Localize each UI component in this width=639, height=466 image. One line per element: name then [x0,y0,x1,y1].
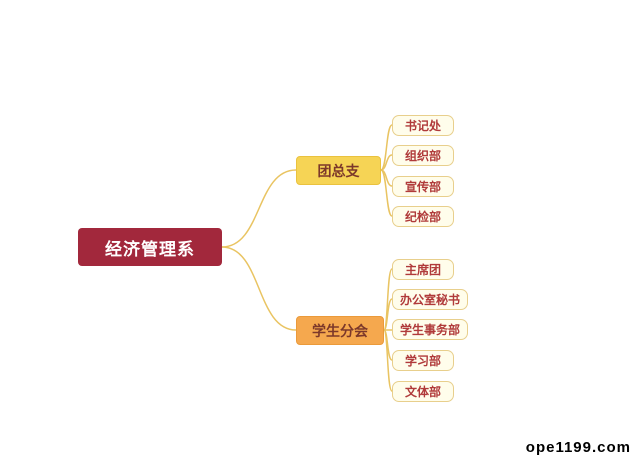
watermark: ope1199.com [525,439,631,456]
leaf-node-sports-arts-dept[interactable]: 文体部 [392,381,454,402]
leaf-node-organization-dept[interactable]: 组织部 [392,145,454,166]
branch-node-youth-league[interactable]: 团总支 [296,156,381,185]
branch-node-student-union[interactable]: 学生分会 [296,316,384,345]
leaf-node-office-secretary[interactable]: 办公室秘书 [392,289,468,310]
leaf-node-publicity-dept[interactable]: 宣传部 [392,176,454,197]
connector-root-to-branch1 [221,169,297,248]
leaf-node-discipline-dept[interactable]: 纪检部 [392,206,454,227]
connector-branch1-leaf4 [380,169,393,217]
leaf-node-presidium[interactable]: 主席团 [392,259,454,280]
connector-branch2-leaf5 [383,329,393,392]
connector-root-to-branch2 [221,246,297,331]
leaf-node-secretariat[interactable]: 书记处 [392,115,454,136]
leaf-node-student-affairs-dept[interactable]: 学生事务部 [392,319,468,340]
connector-branch1-leaf1 [380,124,393,171]
connector-branch2-leaf2 [383,298,393,331]
root-node[interactable]: 经济管理系 [78,228,222,266]
leaf-node-study-dept[interactable]: 学习部 [392,350,454,371]
